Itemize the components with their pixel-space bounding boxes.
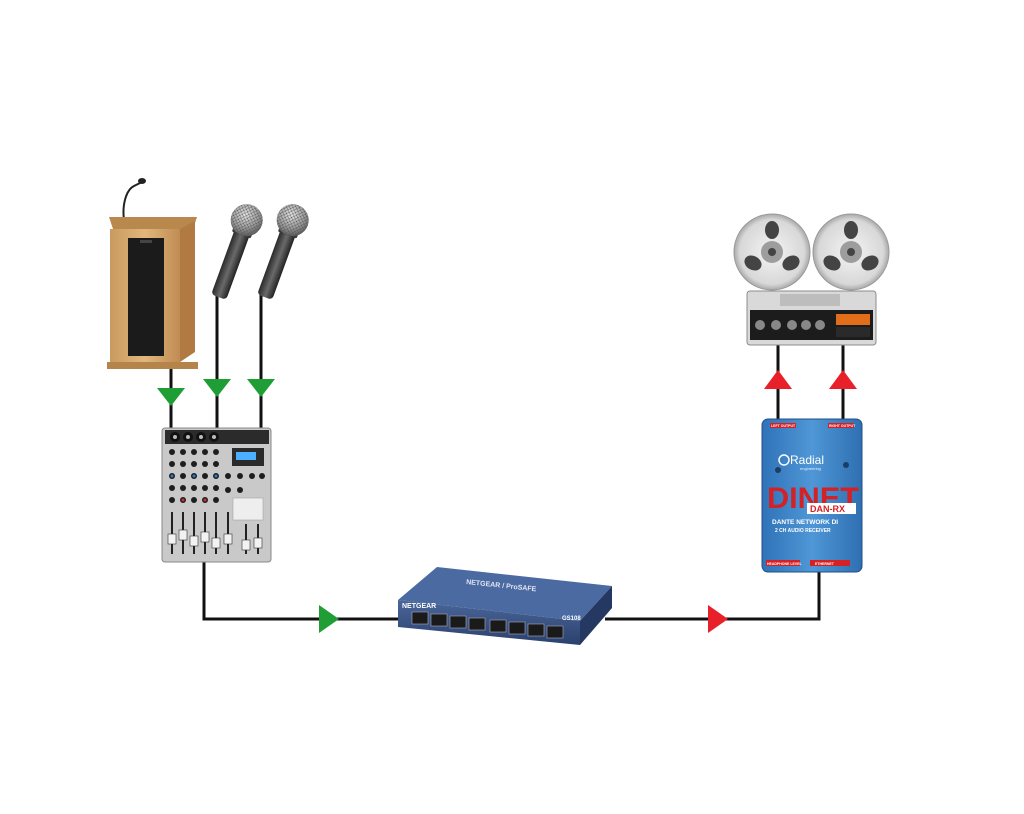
red-right-arrow	[708, 605, 728, 633]
switch-model-label: GS108	[562, 616, 581, 622]
cable-switch-di	[605, 572, 821, 621]
red-up-arrow-right	[829, 370, 857, 389]
green-down-arrow-mic1	[203, 379, 231, 397]
di-line-1: DANTE NETWORK DI	[772, 519, 838, 526]
green-right-arrow	[319, 605, 339, 633]
di-logo-model: DAN-RX	[810, 504, 845, 514]
di-jack-left-label: LEFT OUTPUT	[771, 424, 796, 428]
podium	[107, 178, 198, 369]
cable-mixer-switch	[202, 562, 398, 621]
di-jack-right-label: RIGHT OUTPUT	[829, 424, 856, 428]
red-up-arrow-left	[764, 370, 792, 389]
tape-reel-left	[733, 213, 811, 291]
radial-dinet-di-box: LEFT OUTPUT RIGHT OUTPUT Radial engineer…	[761, 418, 863, 573]
green-down-arrow-mic2	[247, 379, 275, 397]
di-line-2: 2 CH AUDIO RECEIVER	[775, 528, 831, 534]
microphone-2	[258, 204, 309, 299]
flow-arrows	[157, 370, 857, 633]
tape-reel-right	[812, 213, 890, 291]
switch-brand-label: NETGEAR	[402, 603, 436, 610]
di-footer-right: ETHERNET	[815, 562, 835, 566]
mixer-console	[161, 427, 272, 563]
cable-lines	[169, 290, 845, 621]
green-down-arrow-podium	[157, 388, 185, 406]
di-brand-label: Radial	[790, 453, 824, 467]
reel-to-reel-recorder	[733, 213, 890, 346]
di-footer-left: HEADPHONE LEVEL	[767, 562, 802, 566]
di-brand-sub-label: engineering	[800, 466, 821, 471]
ethernet-ports	[411, 611, 564, 639]
network-switch: NETGEAR GS108 NETGEAR / ProSAFE	[398, 567, 612, 645]
microphone-1	[212, 204, 263, 299]
